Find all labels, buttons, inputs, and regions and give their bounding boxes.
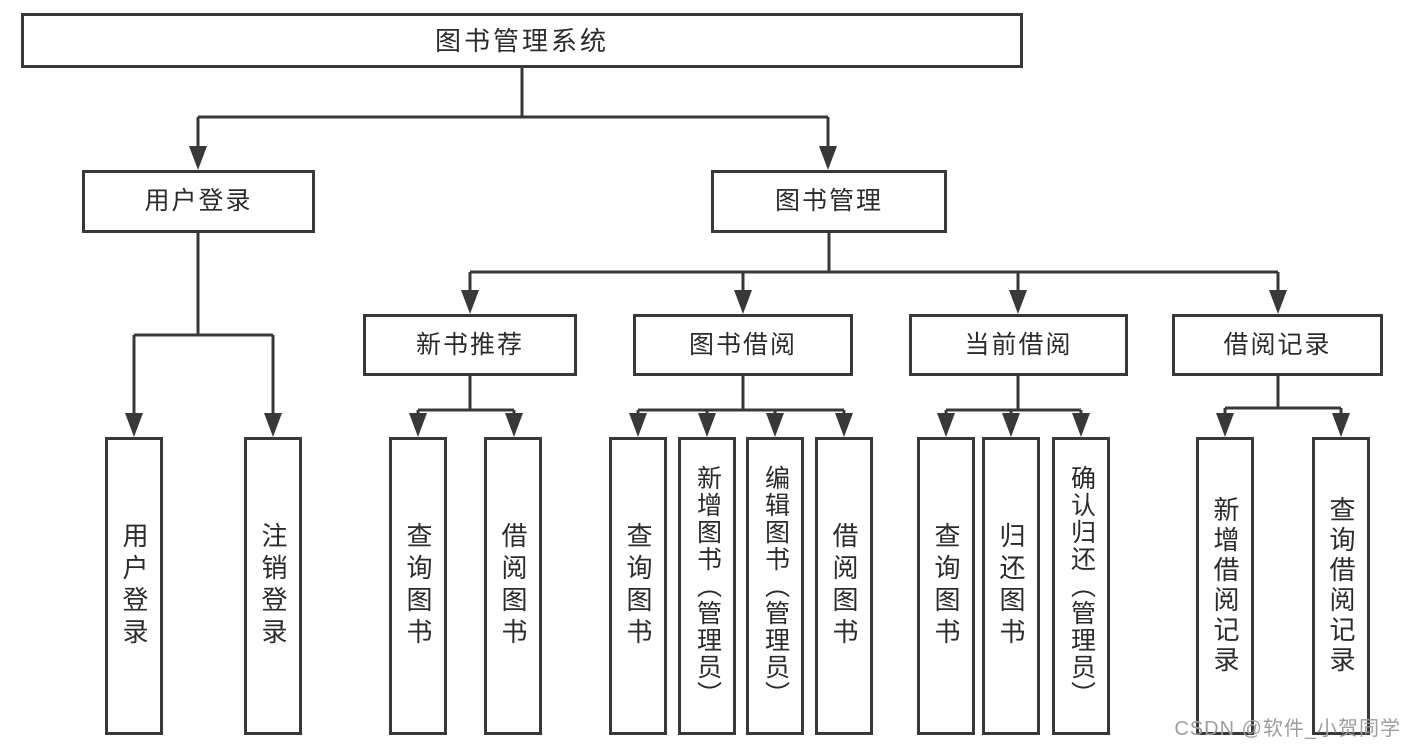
leaf-logout-label: 注销登录: [258, 522, 288, 650]
leaf-user-login-label: 用户登录: [119, 522, 149, 650]
leaf-add-books-admin-label: 新增图书（管理员）: [693, 464, 722, 708]
leaf-borrow-books-borrowing: 借阅图书: [815, 437, 873, 735]
leaf-query-books-recommend-label: 查询图书: [403, 522, 433, 650]
leaf-edit-books-admin: 编辑图书（管理员）: [746, 437, 804, 735]
leaf-query-books-borrowing-label: 查询图书: [623, 522, 653, 650]
leaf-query-books-current: 查询图书: [917, 437, 975, 735]
leaf-query-borrow-record-label: 查询借阅记录: [1326, 496, 1356, 676]
node-current-borrowing: 当前借阅: [909, 314, 1128, 376]
node-new-book-recommendation: 新书推荐: [363, 314, 577, 376]
leaf-add-books-admin: 新增图书（管理员）: [678, 437, 736, 735]
leaf-query-books-recommend: 查询图书: [389, 437, 447, 735]
leaf-edit-books-admin-label: 编辑图书（管理员）: [761, 464, 790, 708]
leaf-return-books-label: 归还图书: [996, 522, 1026, 650]
node-book-management: 图书管理: [711, 170, 947, 233]
leaf-confirm-return-admin: 确认归还（管理员）: [1052, 437, 1110, 735]
leaf-borrow-books-recommend: 借阅图书: [484, 437, 542, 735]
node-user-login-label: 用户登录: [144, 187, 253, 215]
leaf-query-borrow-record: 查询借阅记录: [1312, 437, 1370, 735]
node-book-borrowing-label: 图书借阅: [688, 330, 797, 359]
leaf-query-books-borrowing: 查询图书: [609, 437, 667, 735]
leaf-borrow-books-recommend-label: 借阅图书: [498, 522, 528, 650]
leaf-return-books: 归还图书: [982, 437, 1040, 735]
leaf-add-borrow-record: 新增借阅记录: [1196, 437, 1254, 735]
node-current-borrowing-label: 当前借阅: [964, 330, 1073, 359]
leaf-add-borrow-record-label: 新增借阅记录: [1210, 496, 1240, 676]
node-book-management-label: 图书管理: [774, 187, 883, 215]
node-borrowing-records: 借阅记录: [1172, 314, 1383, 376]
node-new-book-recommendation-label: 新书推荐: [415, 330, 524, 359]
node-user-login: 用户登录: [82, 170, 315, 233]
node-borrowing-records-label: 借阅记录: [1223, 330, 1332, 359]
leaf-confirm-return-admin-label: 确认归还（管理员）: [1067, 464, 1096, 708]
leaf-query-books-current-label: 查询图书: [931, 522, 961, 650]
leaf-logout: 注销登录: [244, 437, 302, 735]
node-book-borrowing: 图书借阅: [633, 314, 853, 376]
leaf-borrow-books-borrowing-label: 借阅图书: [829, 522, 859, 650]
node-root: 图书管理系统: [21, 13, 1023, 68]
leaf-user-login: 用户登录: [105, 437, 163, 735]
watermark: CSDN @软件_小贺同学: [1174, 718, 1401, 740]
node-root-label: 图书管理系统: [434, 25, 609, 56]
